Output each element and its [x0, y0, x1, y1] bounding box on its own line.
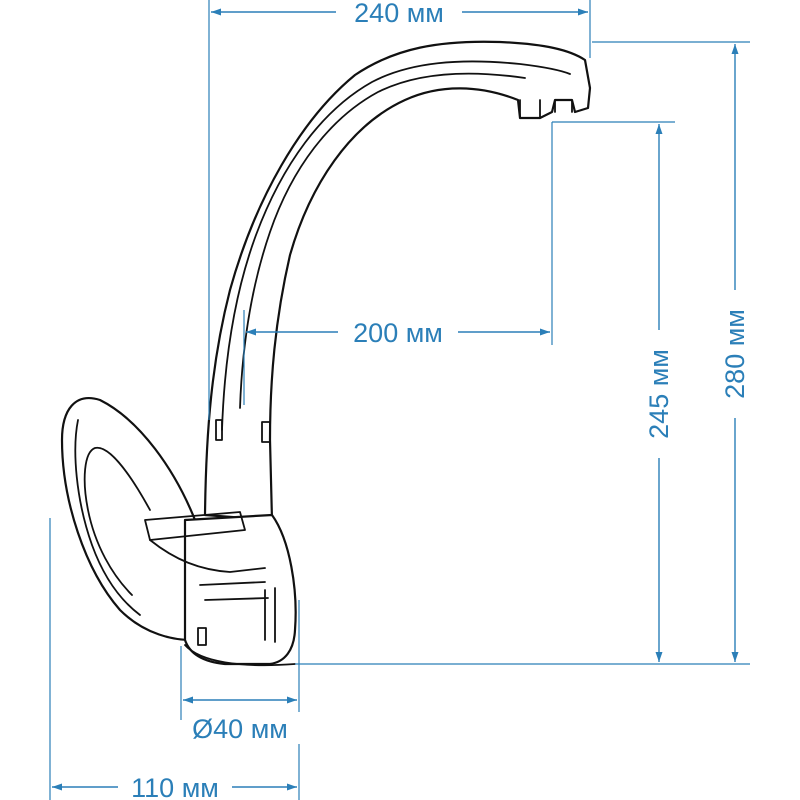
faucet-illustration: [60, 40, 592, 667]
label-handle-depth: 110 мм: [131, 773, 219, 800]
body-side-slot: [264, 587, 276, 643]
base-screw: [197, 627, 207, 646]
spout-inner-line-2: [239, 72, 526, 409]
label-overall-reach: 240 мм: [354, 0, 444, 28]
extension-lines: [49, 0, 750, 800]
spout-joint-left: [215, 419, 223, 441]
base-foot: [184, 644, 296, 667]
body-outline: [183, 513, 297, 666]
spout-joint-right: [261, 421, 271, 443]
dimension-labels: 240 мм 200 мм 245 мм 280 мм Ø40 мм 110 м…: [118, 0, 751, 800]
label-base-diameter: Ø40 мм: [192, 714, 288, 744]
label-spout-reach: 200 мм: [353, 318, 443, 348]
label-spout-height: 245 мм: [644, 349, 674, 439]
spout-aerator: [519, 99, 573, 119]
dimension-lines: [52, 8, 739, 791]
lever-handle-inner: [83, 447, 151, 596]
spout-inner-line: [221, 60, 571, 431]
body-cartridge-band: [144, 511, 246, 541]
spout-outline: [203, 40, 592, 522]
label-overall-height: 280 мм: [720, 309, 750, 399]
lever-handle-outline: [60, 397, 207, 642]
body-cartridge-lines: [149, 539, 269, 601]
lever-handle-inner-2: [74, 419, 141, 616]
